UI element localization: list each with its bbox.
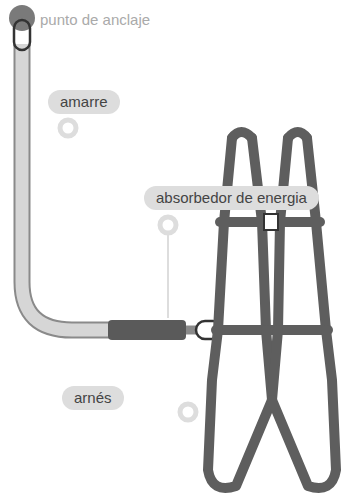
energy-absorber [108,320,186,340]
part-label: absorbedor de energia [144,186,319,210]
anchor-carabiner [14,20,30,50]
callout-marker [60,120,76,136]
lanyard-strap [22,44,112,330]
callout-marker [180,404,196,420]
part-label: arnés [62,386,124,410]
lanyard-strap-edge [22,44,112,330]
leader-line [167,234,169,318]
chest-buckle [264,214,278,230]
part-label: amarre [48,90,120,114]
callout-marker [160,217,176,233]
anchor-label: punto de anclaje [40,9,150,31]
